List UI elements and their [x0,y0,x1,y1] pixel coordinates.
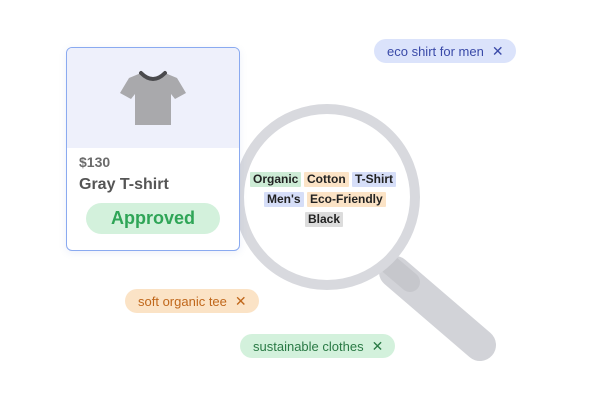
tshirt-icon [120,71,186,125]
chip-label: eco shirt for men [387,43,484,59]
status-badge: Approved [86,203,220,234]
tag-tshirt: T-Shirt [352,172,396,187]
chip-label: sustainable clothes [253,338,364,354]
tag-mens: Men's [264,192,304,207]
chip-label: soft organic tee [138,293,227,309]
tag-cotton: Cotton [304,172,349,187]
tag-eco-friendly: Eco-Friendly [307,192,386,207]
tag-black: Black [305,212,344,227]
search-chip-eco-shirt[interactable]: eco shirt for men ✕ [374,39,516,63]
search-chip-sustainable-clothes[interactable]: sustainable clothes ✕ [240,334,396,358]
product-image [67,48,239,148]
tag-organic: Organic [250,172,302,187]
product-card[interactable]: $130 Gray T-shirt Approved [66,47,240,251]
close-icon[interactable]: ✕ [491,43,504,59]
search-chip-soft-organic-tee[interactable]: soft organic tee ✕ [125,289,259,313]
product-price: $130 [79,154,111,170]
close-icon[interactable]: ✕ [371,338,384,354]
close-icon[interactable]: ✕ [234,293,247,309]
product-title: Gray T-shirt [79,176,169,193]
